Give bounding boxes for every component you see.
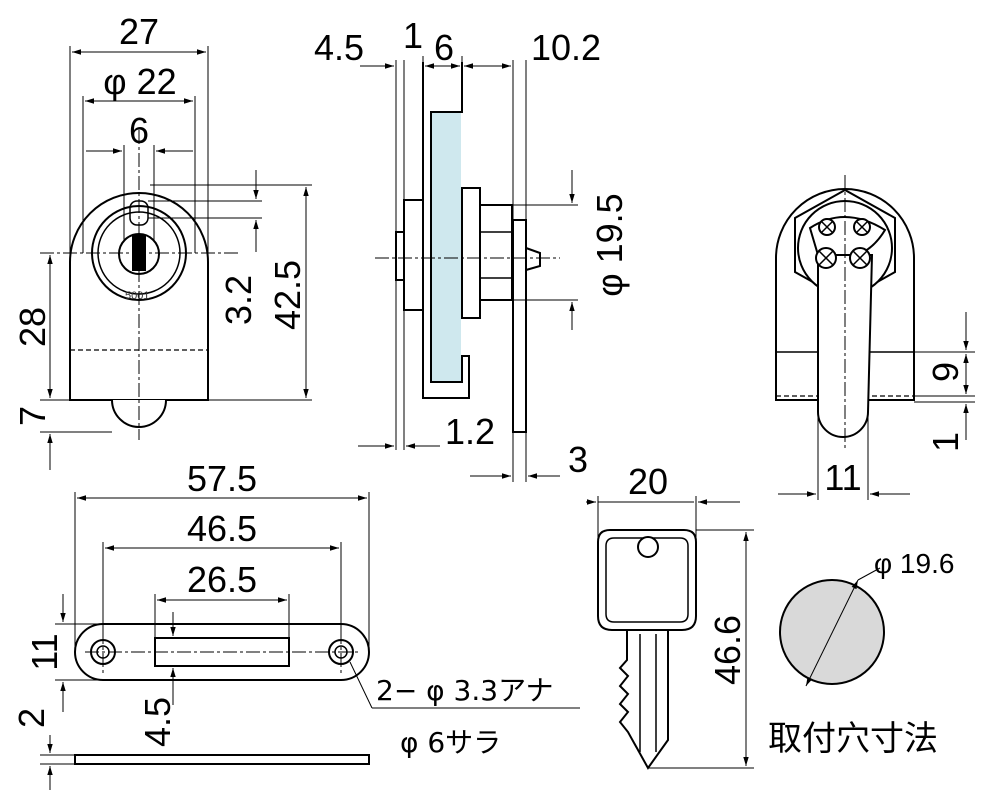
screw-crosses: [818, 220, 869, 266]
key-head: [597, 529, 697, 631]
key-hole: [637, 536, 659, 558]
dim-glass: 6: [434, 27, 454, 68]
rear-collar: [461, 187, 481, 319]
hole-note: 2− φ 3.3アナ: [376, 674, 554, 707]
countersink-note: φ 6サラ: [400, 726, 501, 759]
dim-slot-offset: 4.5: [137, 697, 178, 747]
dim-plate-length: 57.5: [187, 458, 257, 499]
dim-depth: 10.2: [531, 27, 601, 68]
rear-view: 9 1 11: [775, 175, 975, 500]
strike-plate: 57.5 46.5 26.5 11 4.5 2− φ 3.3アナ φ 6サラ 2: [11, 458, 580, 790]
key-blade: [618, 629, 669, 770]
front-view: 5001 27 φ 22 6 3.2 42.5 2: [12, 11, 312, 470]
dim-plate-thickness: 2: [11, 708, 52, 728]
handle-nub: [525, 246, 541, 272]
side-body: [422, 62, 470, 399]
dim-rear-gap: 1: [925, 432, 966, 452]
dim-slot-length: 26.5: [187, 559, 257, 600]
dim-plate-height: 11: [24, 633, 65, 670]
dim-line: [805, 579, 859, 687]
dim-gap: 1: [403, 15, 423, 56]
dim-lower: 28: [12, 307, 53, 347]
rear-cam: [479, 204, 513, 301]
dim-rear-width: 11: [824, 457, 861, 498]
dim-mounting-dia: φ 19.6: [874, 548, 954, 579]
leader-line: [349, 661, 373, 709]
engraving: 5001: [125, 290, 149, 302]
strike-plate-profile: [74, 754, 370, 765]
dim-rear-height: 9: [925, 362, 966, 382]
dim-dia-outer: φ 22: [103, 61, 176, 102]
dim-key-width: 20: [628, 461, 668, 502]
dim-key-width: 6: [129, 110, 149, 151]
dim-left-offset: 4.5: [314, 27, 364, 68]
front-flange: [403, 199, 424, 311]
handle-bar: [512, 219, 527, 433]
dim-dia: φ 19.5: [589, 193, 630, 296]
dim-lip: 1.2: [445, 411, 495, 452]
side-view: 4.5 1 6 10.2 φ 19.5 1.2 3: [314, 15, 630, 482]
dim-width: 27: [119, 11, 159, 52]
glass-pane: [431, 112, 461, 382]
dim-bar: 3: [568, 439, 588, 480]
mounting-hole-view: φ 19.6 取付穴寸法: [768, 548, 954, 759]
strike-slot: [154, 637, 290, 667]
dim-slot: 3.2: [218, 275, 259, 325]
dim-tab: 7: [12, 406, 53, 426]
key-view: 20 46.6: [586, 461, 754, 770]
mounting-hole-caption: 取付穴寸法: [768, 719, 938, 759]
dim-key-length: 46.6: [707, 615, 748, 685]
dim-height: 42.5: [267, 260, 308, 330]
key-head-inner: [605, 537, 689, 623]
key-stub: [395, 231, 405, 281]
leader-line: [857, 567, 881, 581]
dim-pitch: 46.5: [187, 508, 257, 549]
